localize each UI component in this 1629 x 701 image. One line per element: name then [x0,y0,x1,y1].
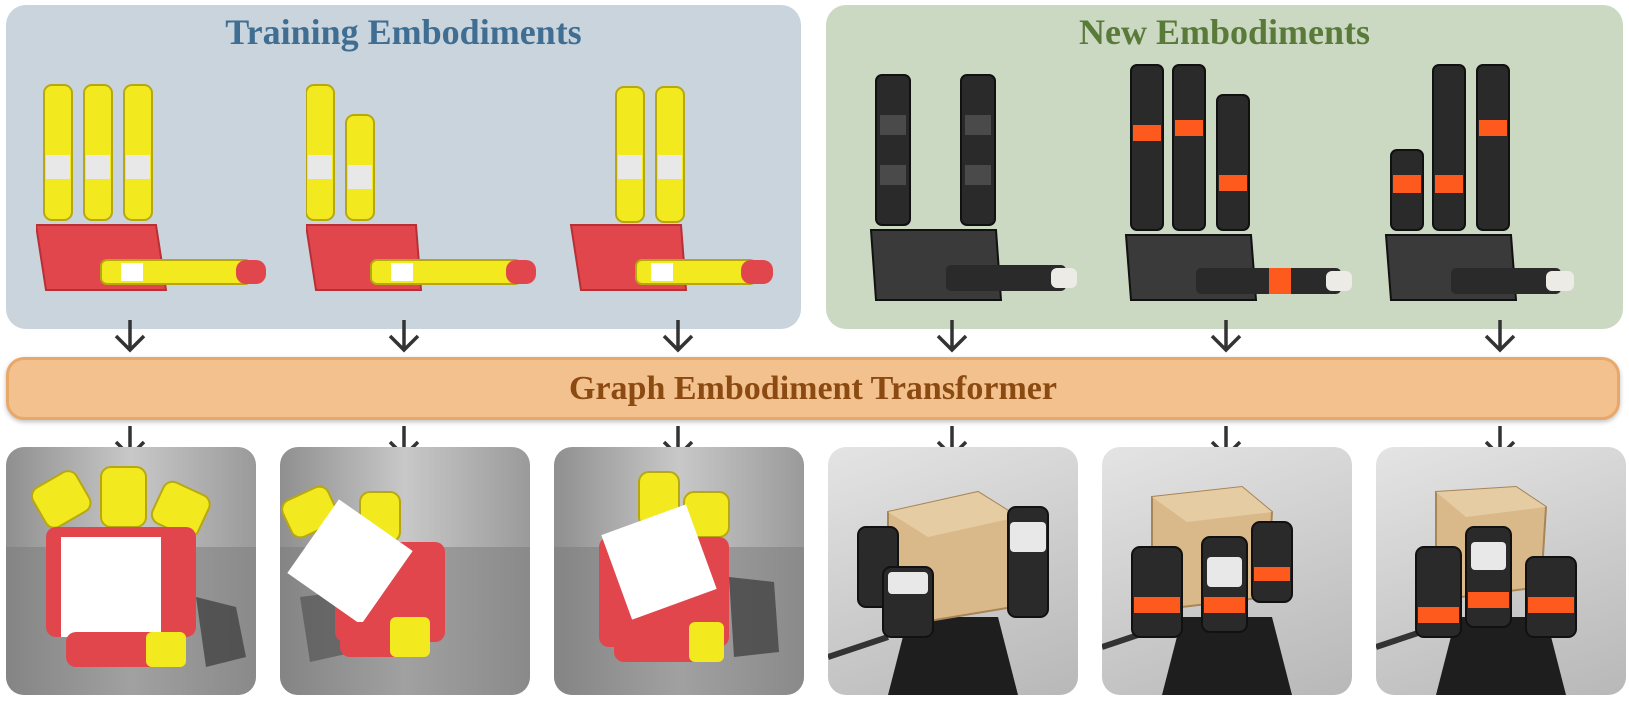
arrow-down-icon [936,320,968,353]
sim-hand-2-finger-left-image [306,84,536,291]
real-cube-manipulation-image [828,490,1049,695]
sim-hand-3-finger-image [36,84,266,291]
sim-rollout-tile-1 [6,447,256,695]
real-hand-2-finger-image [869,74,1077,301]
sim-cube-manipulation-image [6,466,256,695]
arrow-down-icon [114,320,146,353]
new-embodiments-title: New Embodiments [1078,12,1370,52]
sim-rollout-tile-2 [280,447,530,695]
transformer-label: Graph Embodiment Transformer [569,369,1057,407]
arrow-down-icon [662,320,694,353]
real-hand-3-finger-alt-image [1384,64,1574,301]
real-hand-3-finger-image [1124,64,1352,301]
graph-embodiment-transformer-block: Graph Embodiment Transformer [6,357,1620,420]
sim-hand-2-finger-right-image [569,86,773,291]
new-embodiments-panel: New Embodiments [826,5,1623,329]
real-rollout-tile-1 [828,447,1078,695]
sim-rollout-tile-3 [554,447,804,695]
real-cube-manipulation-image [1376,485,1577,695]
real-rollout-tile-3 [1376,447,1626,695]
sim-cube-manipulation-image [554,471,804,695]
arrow-down-icon [388,320,420,353]
arrow-down-icon [1210,320,1242,353]
real-rollout-tile-2 [1102,447,1352,695]
real-cube-manipulation-image [1102,485,1293,695]
sim-cube-manipulation-image [280,485,530,695]
training-embodiments-title: Training Embodiments [225,12,582,52]
training-embodiments-panel: Training Embodiments [6,5,801,329]
arrow-down-icon [1484,320,1516,353]
